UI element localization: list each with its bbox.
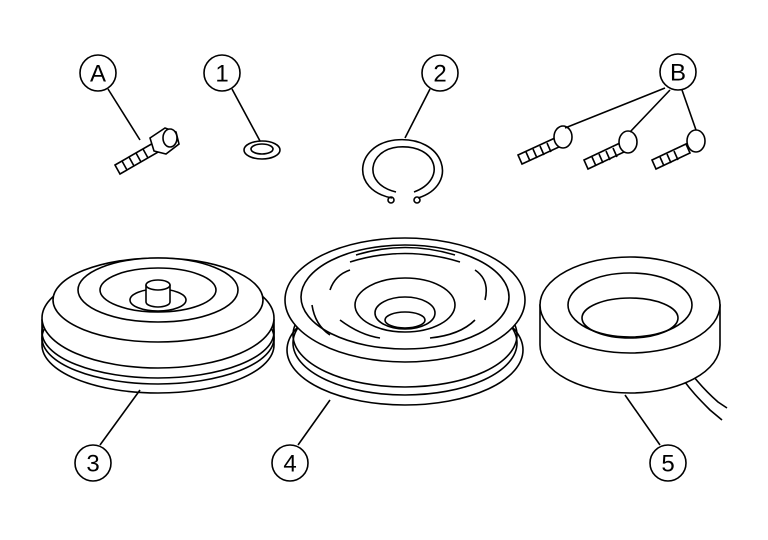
pulley — [284, 237, 526, 406]
bolt-a — [113, 127, 180, 176]
snap-ring — [361, 138, 444, 204]
callout-5: 5 — [649, 444, 687, 482]
callout-a: A — [79, 54, 117, 92]
callout-label: 4 — [283, 451, 296, 478]
washer — [243, 140, 281, 160]
callout-label: B — [670, 60, 686, 87]
callout-2: 2 — [421, 54, 459, 92]
leader-lines — [99, 87, 697, 446]
callout-1: 1 — [203, 54, 241, 92]
callout-label: A — [90, 61, 106, 88]
clutch-pressure-plate — [41, 257, 275, 394]
callout-b: B — [659, 53, 697, 91]
bolts-b — [516, 125, 706, 171]
callout-label: 3 — [86, 451, 99, 478]
field-coil — [539, 256, 728, 421]
callout-label: 1 — [215, 61, 228, 88]
callout-3: 3 — [74, 444, 112, 482]
callout-label: 5 — [661, 451, 674, 478]
callout-4: 4 — [271, 444, 309, 482]
callout-label: 2 — [433, 61, 446, 88]
